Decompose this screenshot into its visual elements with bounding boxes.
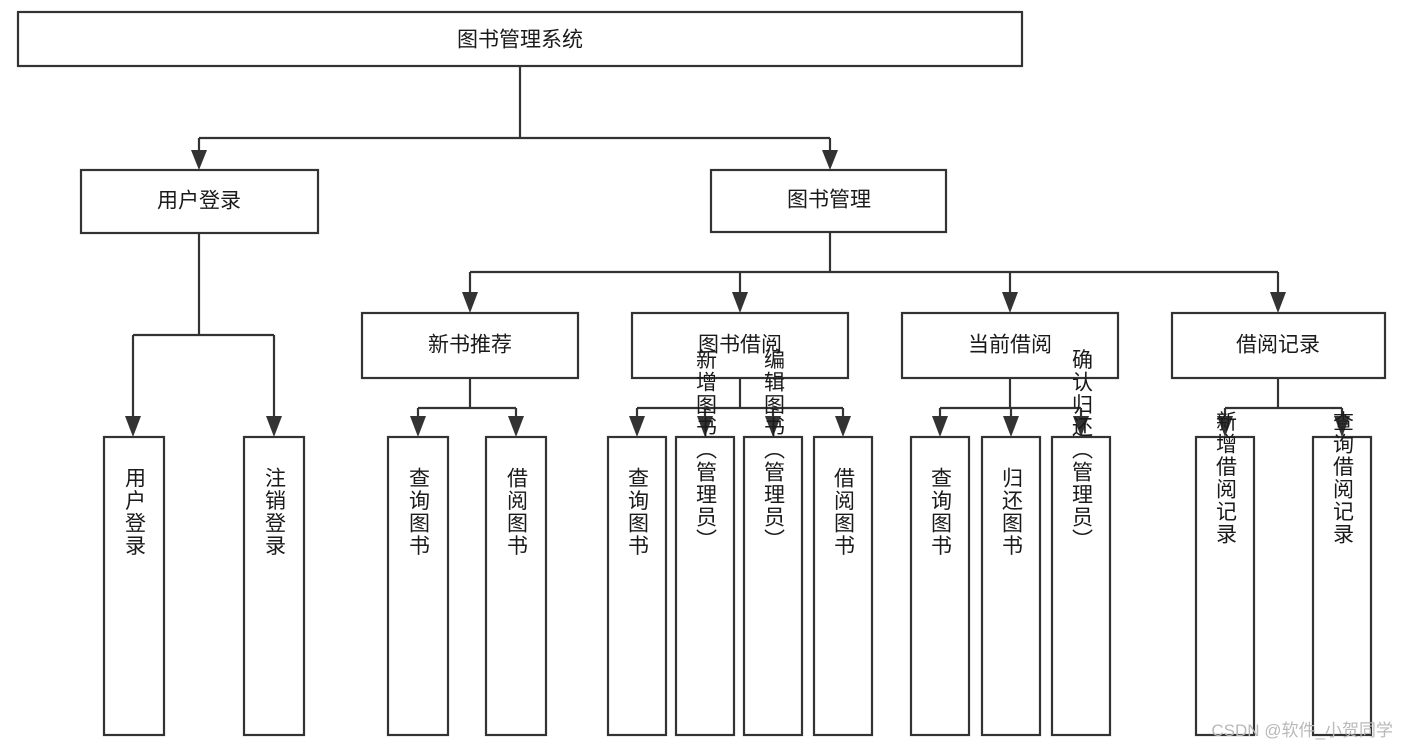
node-query-book-1[interactable]: 查询图书 xyxy=(386,435,450,737)
node-query-book-2-box[interactable] xyxy=(606,435,668,737)
node-borrow-book-1-box[interactable] xyxy=(484,435,548,737)
node-user-login-do-label: 用户登录 xyxy=(123,467,147,557)
node-borrow-book-2[interactable]: 借阅图书 xyxy=(812,435,874,737)
node-current-borrow[interactable]: 当前借阅 xyxy=(900,311,1120,380)
node-book-manage-label: 图书管理 xyxy=(787,189,871,212)
node-book-borrow-label: 图书借阅 xyxy=(698,334,782,357)
node-borrow-record-label: 借阅记录 xyxy=(1236,334,1320,357)
node-user-login-label: 用户登录 xyxy=(157,190,241,213)
node-query-borrow-record-box[interactable] xyxy=(1311,435,1373,737)
node-user-logout[interactable]: 注销登录 xyxy=(242,435,306,737)
node-query-book-1-label: 查询图书 xyxy=(407,467,431,557)
arrowhead-current-borrow xyxy=(1002,292,1018,313)
node-add-borrow-record[interactable]: 新增借阅记录 xyxy=(1194,411,1256,737)
arrowhead-add-borrow-record xyxy=(1217,416,1233,437)
node-current-borrow-box[interactable] xyxy=(900,311,1120,380)
node-query-book-2-label: 查询图书 xyxy=(626,467,650,557)
node-borrow-record[interactable]: 借阅记录 xyxy=(1170,311,1387,380)
arrowhead-book-manage xyxy=(822,150,838,170)
node-add-borrow-record-label: 新增借阅记录 xyxy=(1214,411,1238,546)
node-add-borrow-record-box[interactable] xyxy=(1194,435,1256,737)
node-return-book-box[interactable] xyxy=(980,435,1042,737)
node-root-box[interactable] xyxy=(16,10,1024,68)
node-new-book-recommend[interactable]: 新书推荐 xyxy=(360,311,580,380)
node-confirm-return-admin-box[interactable] xyxy=(1050,435,1112,737)
node-user-login-box[interactable] xyxy=(79,168,320,235)
arrowhead-query-book-3 xyxy=(932,416,948,437)
arrowhead-edit-book-admin xyxy=(765,416,781,437)
arrowhead-new-book-recommend xyxy=(462,292,478,313)
node-current-borrow-label: 当前借阅 xyxy=(968,334,1052,357)
arrowhead-query-book-2 xyxy=(629,416,645,437)
node-query-book-3-box[interactable] xyxy=(909,435,971,737)
node-borrow-book-2-box[interactable] xyxy=(812,435,874,737)
node-edit-book-admin-label: 编辑图书（管理员） xyxy=(762,349,786,552)
arrowhead-borrow-record xyxy=(1270,292,1286,313)
node-edit-book-admin-box[interactable] xyxy=(742,435,804,737)
node-query-borrow-record-label: 查询借阅记录 xyxy=(1331,411,1355,546)
node-new-book-recommend-label: 新书推荐 xyxy=(428,334,512,357)
arrowhead-borrow-book-2 xyxy=(835,416,851,437)
arrowhead-query-borrow-record xyxy=(1334,416,1350,437)
node-query-book-2[interactable]: 查询图书 xyxy=(606,435,668,737)
arrowhead-user-login xyxy=(191,150,207,170)
node-root[interactable]: 图书管理系统 xyxy=(16,10,1024,68)
node-book-borrow[interactable]: 图书借阅 xyxy=(630,311,850,380)
node-borrow-book-1-label: 借阅图书 xyxy=(505,467,529,557)
node-query-borrow-record[interactable]: 查询借阅记录 xyxy=(1311,411,1373,737)
arrowhead-borrow-book-1 xyxy=(508,416,524,437)
node-add-book-admin-box[interactable] xyxy=(674,435,736,737)
node-user-login-do[interactable]: 用户登录 xyxy=(102,435,166,737)
arrowhead-confirm-return-admin xyxy=(1073,416,1089,437)
node-borrow-book-1[interactable]: 借阅图书 xyxy=(484,435,548,737)
connector-layer xyxy=(125,66,1350,437)
node-query-book-1-box[interactable] xyxy=(386,435,450,737)
node-query-book-3[interactable]: 查询图书 xyxy=(909,435,971,737)
node-return-book-label: 归还图书 xyxy=(1000,467,1024,557)
arrowhead-query-book-1 xyxy=(410,416,426,437)
node-edit-book-admin[interactable]: 编辑图书（管理员） xyxy=(742,349,804,737)
node-user-logout-label: 注销登录 xyxy=(263,467,287,557)
node-confirm-return-admin[interactable]: 确认归还（管理员） xyxy=(1050,349,1112,737)
node-new-book-recommend-box[interactable] xyxy=(360,311,580,380)
csdn-watermark: CSDN @软件_小贺同学 xyxy=(1211,721,1393,740)
node-confirm-return-admin-label: 确认归还（管理员） xyxy=(1070,349,1094,552)
node-borrow-record-box[interactable] xyxy=(1170,311,1387,380)
arrowhead-user-login-do xyxy=(125,416,141,437)
arrowhead-return-book xyxy=(1003,416,1019,437)
arrowhead-add-book-admin xyxy=(697,416,713,437)
node-book-manage-box[interactable] xyxy=(709,168,948,234)
arrowhead-user-logout xyxy=(266,416,282,437)
arrowhead-book-borrow xyxy=(732,292,748,313)
node-book-manage[interactable]: 图书管理 xyxy=(709,168,948,234)
node-add-book-admin[interactable]: 新增图书（管理员） xyxy=(674,349,736,737)
node-add-book-admin-label: 新增图书（管理员） xyxy=(694,349,718,552)
node-return-book[interactable]: 归还图书 xyxy=(980,435,1042,737)
node-book-borrow-box[interactable] xyxy=(630,311,850,380)
node-user-logout-box[interactable] xyxy=(242,435,306,737)
node-user-login[interactable]: 用户登录 xyxy=(79,168,320,235)
node-user-login-do-box[interactable] xyxy=(102,435,166,737)
node-query-book-3-label: 查询图书 xyxy=(929,467,953,557)
node-root-label: 图书管理系统 xyxy=(457,29,583,52)
node-borrow-book-2-label: 借阅图书 xyxy=(832,467,856,557)
